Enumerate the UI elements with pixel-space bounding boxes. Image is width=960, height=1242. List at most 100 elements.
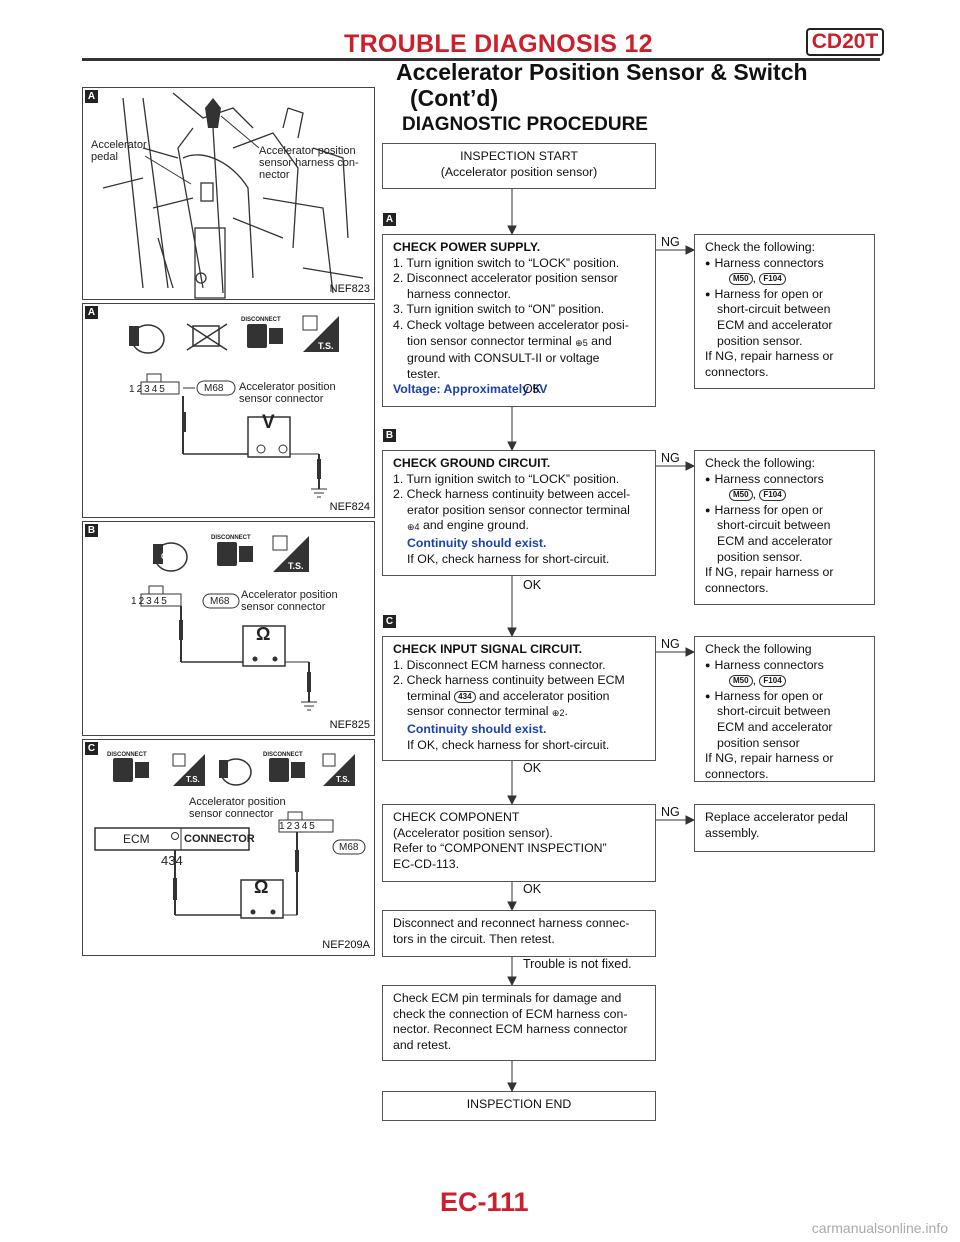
disconnect-icon-left xyxy=(113,758,149,782)
ecm-label: ECM xyxy=(123,832,150,846)
connector-label: Accelerator position sensor connector xyxy=(189,796,286,820)
ignition-off-icon xyxy=(219,758,252,786)
ignition-on-text: ON xyxy=(141,334,153,343)
voltage-spec: Voltage: Approximately 5V xyxy=(393,382,548,397)
ok-label: OK xyxy=(523,382,542,396)
check-ground-circuit-box: CHECK GROUND CIRCUIT. 1. Turn ignition s… xyxy=(382,450,656,576)
diagnostic-procedure-title: DIAGNOSTIC PROCEDURE xyxy=(402,114,648,135)
connector-pins: 12345 xyxy=(131,596,169,607)
inspection-start-box: INSPECTION START (Accelerator position s… xyxy=(382,143,656,189)
figure-ref: NEF825 xyxy=(329,719,370,731)
connector-sketch-icon xyxy=(186,323,228,351)
connector-id: M68 xyxy=(339,842,359,853)
connector-id: M68 xyxy=(210,596,230,607)
terminal-2: ⊕2 xyxy=(551,708,565,719)
figure-ref: NEF823 xyxy=(329,283,370,295)
ts-icon xyxy=(272,535,309,572)
figure-ref: NEF209A xyxy=(322,939,370,951)
panel-ground-check: B OFF DISCONNECT T.S. 12345 M68 Accelera… xyxy=(82,521,375,736)
voltmeter-symbol: V xyxy=(262,412,275,433)
ng-label: NG xyxy=(661,805,680,819)
ohmmeter-symbol: Ω xyxy=(254,877,269,897)
step-heading: CHECK POWER SUPPLY. xyxy=(393,240,541,254)
engine-badge: CD20T xyxy=(806,28,884,56)
panel-voltage-check: A ON DISCONNECT T.S. 12345 M68 Accelerat… xyxy=(82,303,375,518)
harness-connector-label: Accelerator position sensor harness con-… xyxy=(259,145,359,181)
ecm-terminal-434: 434 xyxy=(454,690,476,703)
section-title: Accelerator Position Sensor & Switch (Co… xyxy=(396,59,808,111)
check-input-signal-box: CHECK INPUT SIGNAL CIRCUIT. 1. Disconnec… xyxy=(382,636,656,761)
ng-label: NG xyxy=(661,451,680,465)
inspection-end-box: INSPECTION END xyxy=(382,1091,656,1121)
continuity-spec: Continuity should exist. xyxy=(407,535,547,550)
check-ecm-pins-box: Check ECM pin terminals for damage and c… xyxy=(382,985,656,1061)
ts-text: T.S. xyxy=(288,561,304,571)
ignition-off-icon xyxy=(153,542,188,572)
disconnect-icon xyxy=(247,324,283,348)
power-supply-ng-box: Check the following: Harness connectors … xyxy=(694,234,875,389)
header-title: TROUBLE DIAGNOSIS 12 xyxy=(344,30,653,58)
connector-label: Accelerator position sensor connector xyxy=(241,589,338,613)
page-number: EC-111 xyxy=(440,1187,529,1217)
panel-marker: B xyxy=(85,524,98,537)
disconnect-icon-right xyxy=(269,758,305,782)
header-rule xyxy=(82,58,880,61)
ts-icon-left xyxy=(172,753,205,786)
panel-marker: A xyxy=(85,90,98,103)
terminal-4: ⊕4 xyxy=(407,522,420,533)
ground-circuit-ng-box: Check the following: Harness connectors … xyxy=(694,450,875,605)
disconnect-text: DISCONNECT xyxy=(241,317,281,323)
flow-marker-b: B xyxy=(383,429,396,442)
check-component-box: CHECK COMPONENT (Accelerator position se… xyxy=(382,804,656,882)
ts-icon xyxy=(302,315,339,352)
ts-icon-right xyxy=(322,753,355,786)
ts-text-left: T.S. xyxy=(186,775,200,784)
flow-marker-c: C xyxy=(383,615,396,628)
panel-marker: C xyxy=(85,742,98,755)
ng-label: NG xyxy=(661,235,680,249)
step-heading: CHECK INPUT SIGNAL CIRCUIT. xyxy=(393,642,583,656)
input-signal-ng-box: Check the following Harness connectors M… xyxy=(694,636,875,782)
component-ng-box: Replace accelerator pedal assembly. xyxy=(694,804,875,852)
continuity-spec: Continuity should exist. xyxy=(407,721,547,736)
ecm-terminal: 434 xyxy=(161,853,183,868)
check-power-supply-box: CHECK POWER SUPPLY. 1. Turn ignition swi… xyxy=(382,234,656,407)
ts-text: T.S. xyxy=(318,341,334,351)
step-heading: CHECK GROUND CIRCUIT. xyxy=(393,456,551,470)
pedal-label: Accelerator pedal xyxy=(91,139,147,163)
connector-pins: 12345 xyxy=(129,384,167,395)
ignition-off-text: OFF xyxy=(228,767,244,776)
voltage-check-diagram xyxy=(129,315,339,498)
connector-id: M68 xyxy=(204,383,224,394)
reconnect-retest-box: Disconnect and reconnect harness connec-… xyxy=(382,910,656,957)
panel-marker: A xyxy=(85,306,98,319)
ok-label: OK xyxy=(523,578,542,592)
figure-ref: NEF824 xyxy=(329,501,370,513)
disconnect-text-left: DISCONNECT xyxy=(107,752,147,758)
section-title-line2: (Cont’d) xyxy=(410,85,499,111)
ng-label: NG xyxy=(661,637,680,651)
ok-label: OK xyxy=(523,761,542,775)
section-title-line1: Accelerator Position Sensor & Switch xyxy=(396,59,808,85)
ok-label: OK xyxy=(523,882,542,896)
ts-text-right: T.S. xyxy=(336,775,350,784)
trouble-not-fixed-label: Trouble is not fixed. xyxy=(523,957,632,971)
watermark: carmanualsonline.info xyxy=(811,1220,948,1236)
disconnect-text: DISCONNECT xyxy=(211,535,251,541)
flow-marker-a: A xyxy=(383,213,396,226)
terminal-5: ⊕5 xyxy=(575,337,588,348)
signal-check-diagram xyxy=(94,753,366,919)
panel-pedal-illustration: A Accelerator pedal Accelerator position… xyxy=(82,87,375,300)
pedal-drawing xyxy=(102,92,364,299)
connector-label: Accelerator position sensor connector xyxy=(239,381,336,405)
disconnect-icon xyxy=(217,542,253,566)
disconnect-text-right: DISCONNECT xyxy=(263,752,303,758)
connector-pins: 12345 xyxy=(279,821,317,832)
ignition-off-text: OFF xyxy=(161,552,177,561)
ground-check-diagram xyxy=(140,535,317,711)
ohmmeter-symbol: Ω xyxy=(256,624,271,644)
ecm-connector-label: CONNECTOR xyxy=(184,833,255,845)
panel-signal-check: C DISCONNECT T.S. OFF DISCONNECT T.S. Ac… xyxy=(82,739,375,956)
ignition-on-icon xyxy=(129,324,165,354)
